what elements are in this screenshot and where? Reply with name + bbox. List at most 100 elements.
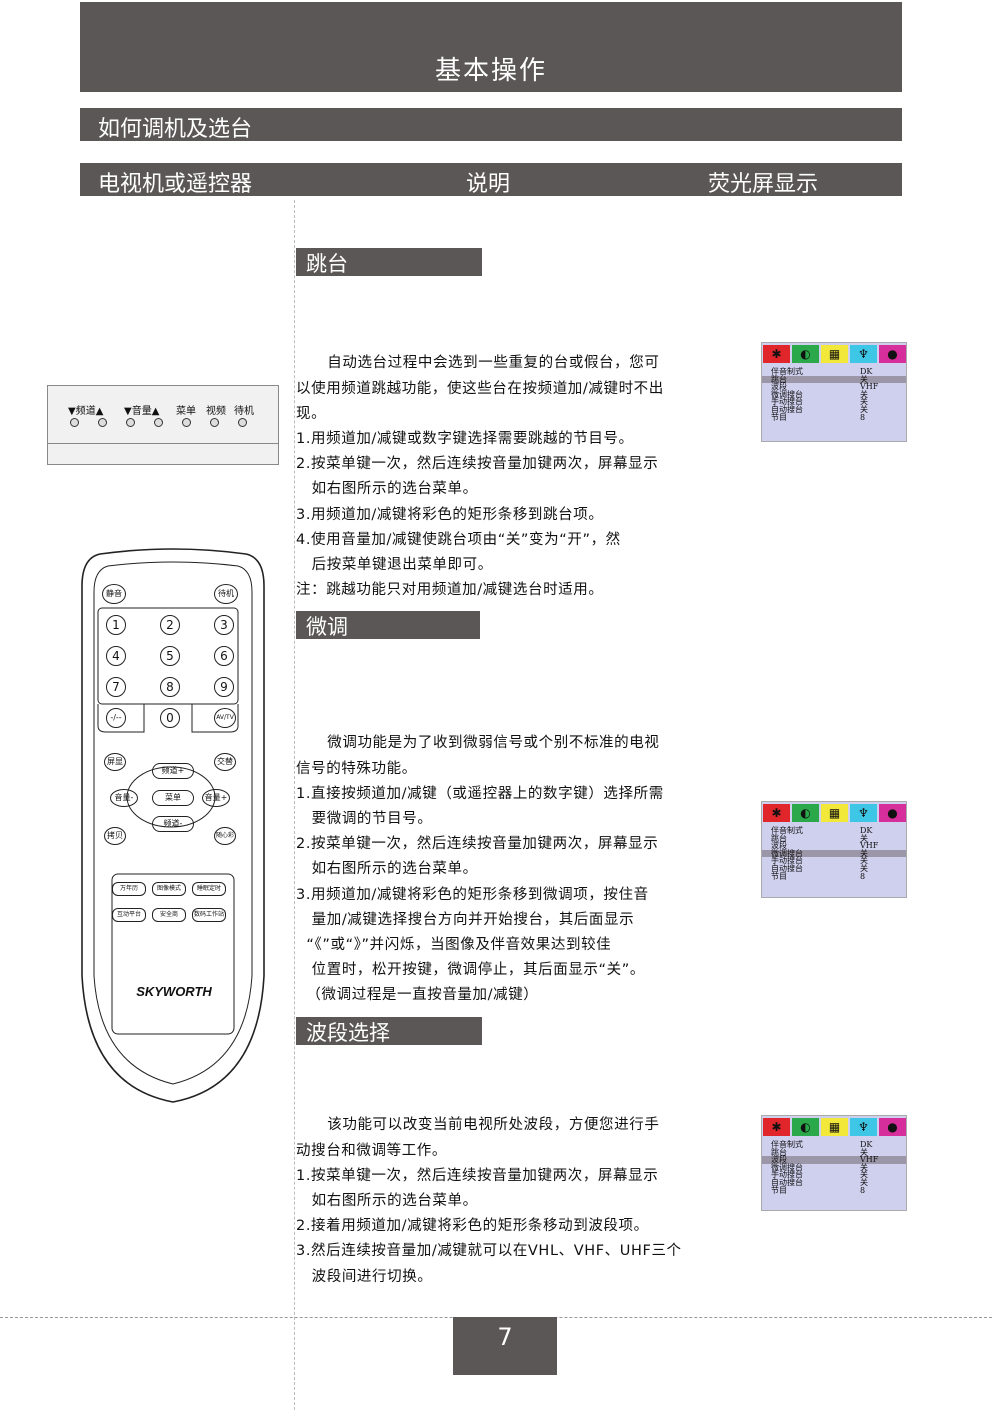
digit-7-button[interactable]: 7 <box>106 677 126 697</box>
menu-row-value: VHF <box>860 382 879 392</box>
fine-tune-text: 微调功能是为了收到微弱信号或个别不标准的电视信号的特殊功能。1.直接按频道加/减… <box>296 735 664 1004</box>
menu-row-label: 节目 <box>771 412 787 422</box>
func-button-4[interactable]: 互动平台 <box>112 908 146 922</box>
func-button-3[interactable]: 睡眠定时 <box>192 882 226 896</box>
menu-row-label: 节目 <box>771 1185 787 1195</box>
digit-2-button[interactable]: 2 <box>160 615 180 635</box>
panel-button-channel-down[interactable] <box>70 418 79 427</box>
panel-button-video[interactable] <box>210 418 219 427</box>
band-select-text: 该功能可以改变当前电视所处波段，方便您进行手动搜台和微调等工作。1.按菜单键一次… <box>296 1117 682 1285</box>
menu-row-label: 伴音制式 <box>771 367 803 376</box>
heading-skip: 跳台 <box>296 248 482 276</box>
digit-6-button[interactable]: 6 <box>214 646 234 666</box>
channel-icon: ▦ <box>821 1118 848 1136</box>
function-icon: ♆ <box>850 804 877 822</box>
menu-row: 自动搜台关 <box>762 1177 906 1187</box>
column-left-label: 电视机或遥控器 <box>98 172 253 197</box>
digit-4-button[interactable]: 4 <box>106 646 126 666</box>
menu-row: 微调搜台关 <box>762 1162 906 1172</box>
menu-row-value: VHF <box>860 1155 879 1165</box>
standby-button[interactable]: 待机 <box>214 584 238 604</box>
digit-0-button[interactable]: 0 <box>160 708 180 728</box>
menu-row-value: DK <box>860 1140 873 1149</box>
menu-row-label: 自动搜台 <box>771 404 803 414</box>
menu-row-label: 手动搜台 <box>771 1170 803 1180</box>
menu-row-value: 关 <box>860 397 868 407</box>
panel-button-channel-up[interactable] <box>98 418 107 427</box>
menu-row: 波段 VHF <box>762 383 906 391</box>
panel-label-volume: ▼音量▲ <box>124 406 160 417</box>
copy-button[interactable]: 拷贝 <box>104 827 126 845</box>
picture-icon: ✱ <box>763 804 790 822</box>
panel-button-menu[interactable] <box>182 418 191 427</box>
channel-down-button[interactable]: 频道- <box>152 816 194 832</box>
menu-row-label: 手动搜台 <box>771 856 803 866</box>
menu-row-label: 微调搜台 <box>771 848 803 858</box>
menu-row: 自动搜台 关 <box>762 863 906 873</box>
panel-button-volume-down[interactable] <box>126 418 135 427</box>
display-button[interactable]: 屏显 <box>104 753 126 771</box>
menu-row-value: 关 <box>860 863 868 873</box>
channel-icon: ▦ <box>821 345 848 363</box>
digit-3-button[interactable]: 3 <box>214 615 234 635</box>
menu-row-label: 波段 <box>771 382 787 392</box>
panel-label-channel: ▼频道▲ <box>68 406 104 417</box>
column-divider <box>294 200 295 1410</box>
menu-row-label: 自动搜台 <box>771 863 803 873</box>
page-title-bar: 基本操作 <box>80 2 902 92</box>
sleep-button[interactable]: 随心彩 <box>214 827 236 845</box>
menu-row: 手动搜台 关 <box>762 398 906 406</box>
sound-icon: ◐ <box>792 345 819 363</box>
menu-icon-row: ✱◐▦♆● <box>762 1116 906 1138</box>
func-button-6[interactable]: 数码工作站 <box>192 908 226 922</box>
menu-row: 跳台关 <box>762 833 906 843</box>
digit-9-button[interactable]: 9 <box>214 677 234 697</box>
av-tv-button[interactable]: AV/TV <box>214 708 236 728</box>
channel-up-button[interactable]: 频道+ <box>152 763 194 779</box>
panel-divider <box>48 443 278 444</box>
panel-label-menu: 菜单 <box>176 406 196 417</box>
menu-row-value: 关 <box>860 374 868 384</box>
digit-5-button[interactable]: 5 <box>160 646 180 666</box>
menu-row-value: 关 <box>860 404 868 414</box>
menu-row-label: 自动搜台 <box>771 1177 803 1187</box>
volume-down-button[interactable]: 音量- <box>110 789 138 807</box>
menu-row-value: 关 <box>860 856 868 866</box>
func-button-2[interactable]: 图像模式 <box>152 882 186 896</box>
function-icon: ♆ <box>850 1118 877 1136</box>
menu-row-label: 微调搜台 <box>771 389 803 399</box>
menu-row-label: 手动搜台 <box>771 397 803 407</box>
menu-row-value: 8 <box>860 1185 866 1195</box>
menu-row: 跳台关 <box>762 1147 906 1157</box>
panel-button-standby[interactable] <box>238 418 247 427</box>
digit-8-button[interactable]: 8 <box>160 677 180 697</box>
mute-button[interactable]: 静音 <box>102 584 126 604</box>
brand-logo: SKYWORTH <box>136 984 212 999</box>
menu-row-label: 跳台 <box>771 1147 787 1157</box>
func-button-5[interactable]: 安全商 <box>152 908 186 922</box>
menu-row: 手动搜台 关 <box>762 857 906 865</box>
dash-button[interactable]: -/-- <box>106 708 126 728</box>
heading-band-select: 波段选择 <box>296 1017 482 1045</box>
menu-row-value: 关 <box>860 389 868 399</box>
menu-row-label: 微调搜台 <box>771 1162 803 1172</box>
digit-1-button[interactable]: 1 <box>106 615 126 635</box>
column-header-bar: 电视机或遥控器 说明 荧光屏显示 <box>80 163 902 197</box>
menu-row-value: 8 <box>860 412 866 422</box>
volume-up-button[interactable]: 音量+ <box>202 789 230 807</box>
func-button-1[interactable]: 万年历 <box>112 882 146 896</box>
menu-button[interactable]: 菜单 <box>152 790 194 806</box>
swap-button[interactable]: 交替 <box>214 753 236 771</box>
panel-button-volume-up[interactable] <box>154 418 163 427</box>
picture-icon: ✱ <box>763 1118 790 1136</box>
menu-row-label: 伴音制式 <box>771 1140 803 1149</box>
page-title: 基本操作 <box>434 56 547 86</box>
panel-label-standby: 待机 <box>234 406 254 417</box>
menu-row-label: 跳台 <box>771 833 787 843</box>
section-bar: 如何调机及选台 <box>80 108 902 142</box>
column-right-label: 荧光屏显示 <box>708 172 819 197</box>
